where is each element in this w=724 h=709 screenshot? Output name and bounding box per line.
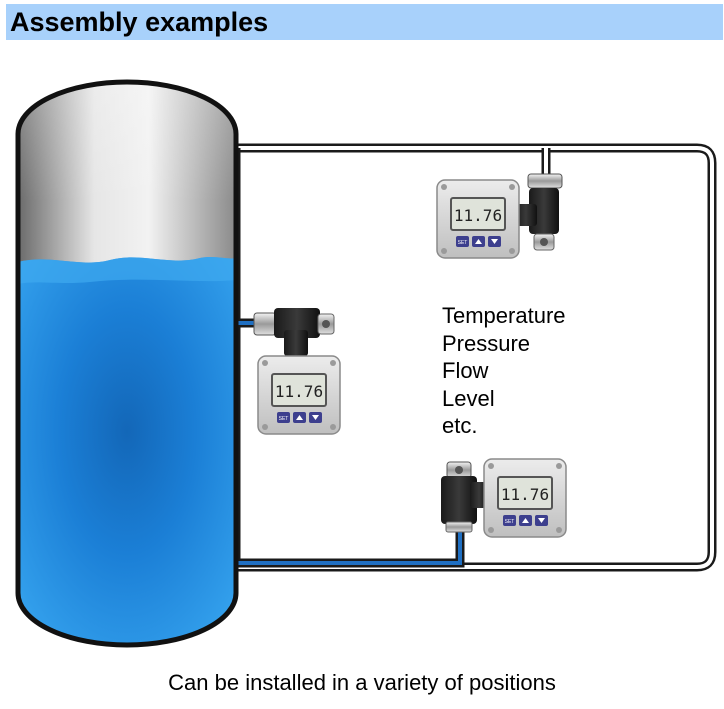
transmitter-lower: 11.76 SET (441, 458, 567, 538)
set-button-label-upper: SET (458, 240, 468, 246)
up-arrow-icon (475, 239, 482, 244)
measurement-item: Temperature (442, 303, 566, 328)
fitting-upper (515, 173, 563, 251)
header-bar: Assembly examples (6, 4, 723, 40)
set-button-label-lower: SET (505, 519, 515, 525)
measurement-list: Temperature Pressure Flow Level etc. (442, 302, 566, 440)
measurement-item: Pressure (442, 330, 531, 356)
up-arrow-icon (522, 518, 529, 523)
down-arrow-icon (491, 239, 498, 244)
up-arrow-icon (296, 415, 303, 420)
lcd-display-lower: 11.76 (501, 485, 549, 504)
fitting-middle (253, 308, 335, 356)
tank-liquid (18, 257, 236, 645)
lcd-display-upper: 11.76 (454, 206, 502, 225)
measurement-item: Level (442, 385, 495, 411)
page-title: Assembly examples (10, 7, 269, 37)
lcd-display-middle: 11.76 (275, 382, 323, 401)
fitting-lower (441, 461, 488, 533)
transmitter-middle: 11.76 SET (253, 308, 341, 435)
transmitter-upper: 11.76 SET (436, 173, 563, 259)
measurement-item: Flow (442, 358, 489, 383)
tank (15, 79, 239, 648)
measurement-item: etc. (442, 413, 478, 438)
set-button-label-middle: SET (279, 416, 289, 422)
down-arrow-icon (538, 518, 545, 523)
caption: Can be installed in a variety of positio… (168, 670, 556, 695)
down-arrow-icon (312, 415, 319, 420)
